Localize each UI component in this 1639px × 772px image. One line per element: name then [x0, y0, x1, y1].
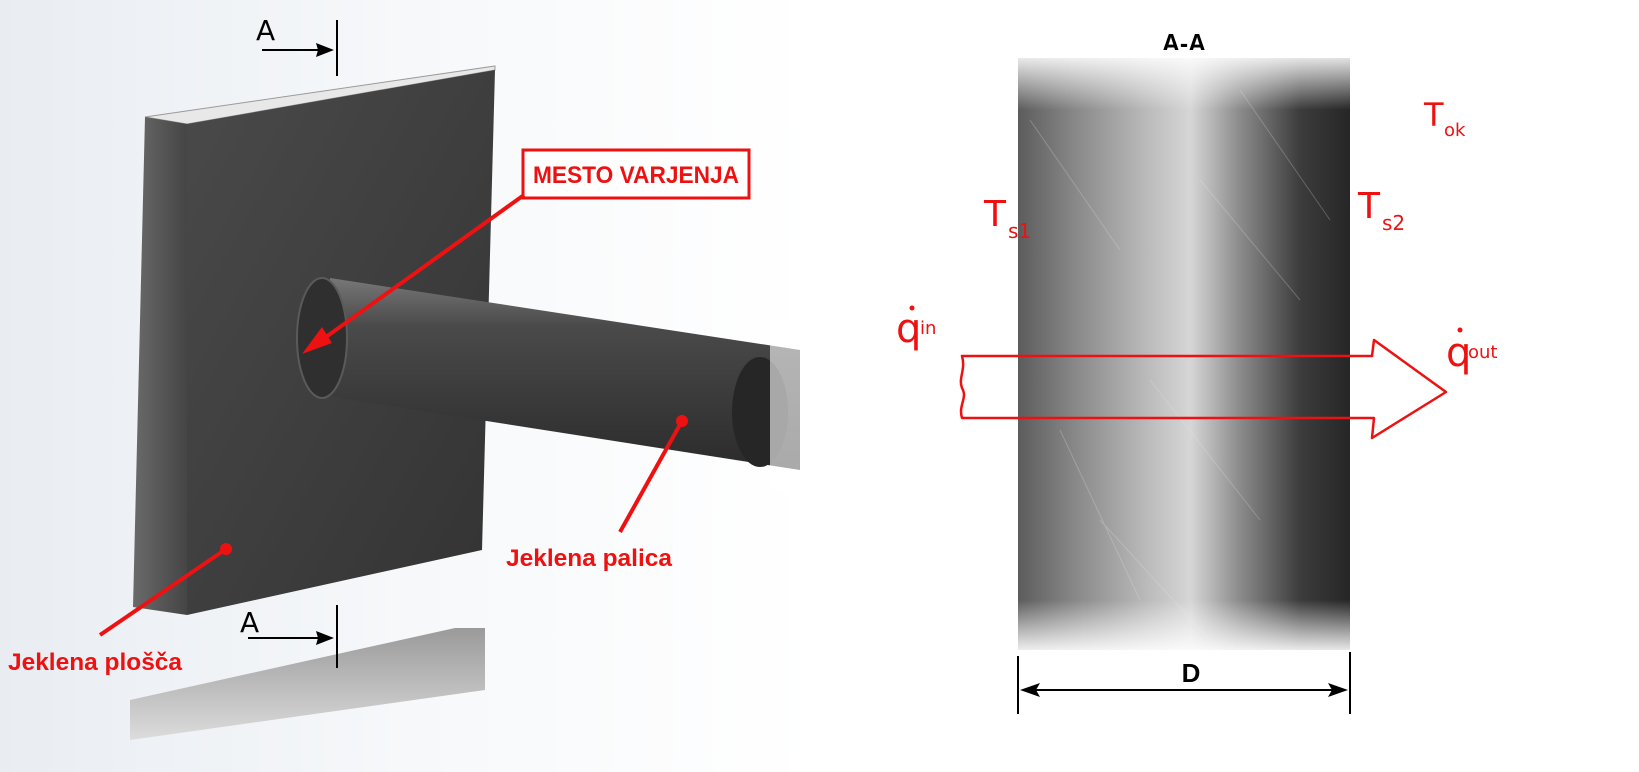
heat-out-main: q: [1446, 330, 1471, 376]
weld-callout: MESTO VARJENJA: [302, 148, 751, 354]
rod-leader: [618, 420, 684, 533]
heat-flow-arrow: [959, 338, 1448, 440]
temp-ambient-label: T ok: [1423, 96, 1466, 141]
temp-s1-main: T: [983, 194, 1007, 235]
temp-s1-sub: s1: [1008, 219, 1031, 243]
dim-arrow-left: [1020, 683, 1040, 697]
section-letter-top: A: [256, 14, 275, 47]
heat-out-label: q out: [1446, 327, 1497, 376]
weld-leader: [310, 193, 526, 349]
isometric-view: A A MESTO VARJENJA Jeklena palica Jeklen…: [0, 0, 810, 772]
plate-leader: [98, 547, 228, 637]
section-view: A-A T ok T s1: [896, 28, 1497, 714]
temp-s2-main: T: [1357, 186, 1381, 227]
heat-in-dot: [909, 305, 915, 311]
section-marker-top: A: [256, 14, 338, 76]
weld-label: MESTO VARJENJA: [533, 162, 739, 189]
weld-arrowhead: [302, 327, 332, 354]
dim-arrow-right: [1328, 683, 1348, 697]
temp-s2-sub: s2: [1382, 211, 1405, 235]
section-marker-bottom: A: [240, 605, 338, 668]
temp-surface-right-label: T s2: [1357, 186, 1405, 235]
heat-in-label: q in: [896, 305, 936, 352]
rod-label: Jeklena palica: [506, 545, 673, 572]
plate-shadow: [130, 628, 485, 740]
diameter-dimension: D: [1017, 652, 1351, 714]
diameter-label: D: [1182, 658, 1201, 688]
rod-cut-fade: [770, 320, 810, 490]
section-letter-bottom: A: [240, 606, 259, 639]
heat-out-sub: out: [1468, 342, 1497, 363]
cylinder-body: [1018, 58, 1350, 650]
heat-in-sub: in: [920, 318, 936, 339]
cylinder-fade-top: [1010, 50, 1360, 110]
temp-ambient-sub: ok: [1444, 120, 1466, 141]
plate-label: Jeklena plošča: [8, 649, 183, 676]
plate-side-edge: [133, 117, 187, 615]
temp-surface-left-label: T s1: [983, 194, 1031, 243]
rod-callout: Jeklena palica: [506, 415, 688, 572]
cylinder-fade-bottom: [1010, 600, 1360, 656]
temp-ambient-main: T: [1423, 96, 1444, 134]
plate-callout: Jeklena plošča: [8, 543, 232, 676]
weld-label-box: [521, 148, 751, 200]
heat-in-main: q: [896, 306, 921, 352]
steel-cylinder-section: [1010, 50, 1360, 656]
heat-out-dot: [1457, 327, 1463, 333]
heat-arrow-outline: [959, 338, 1448, 440]
